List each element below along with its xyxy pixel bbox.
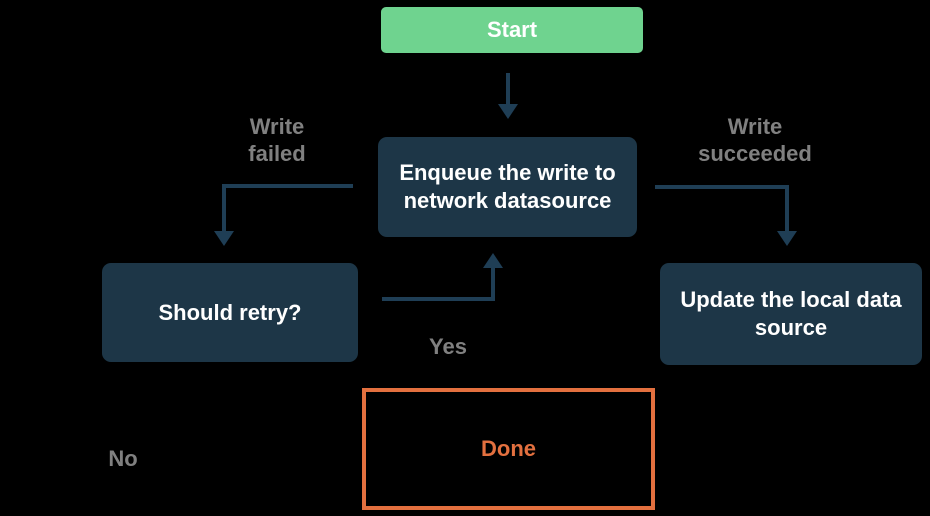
arrow-yes-head-icon [483, 253, 503, 268]
arrow-write-succeeded-horizontal [655, 185, 789, 189]
arrow-write-succeeded-vertical [785, 185, 789, 232]
node-start: Start [381, 7, 643, 53]
node-update-local-source: Update the local data source [660, 263, 922, 365]
node-enqueue-write: Enqueue the write to network datasource [378, 137, 637, 237]
edge-label-no: No [108, 446, 138, 471]
arrow-yes-vertical [491, 268, 495, 301]
arrow-write-succeeded-head-icon [777, 231, 797, 246]
edge-label-write-failed: Write failed [248, 114, 306, 166]
arrow-write-failed-vertical [222, 184, 226, 232]
arrow-write-failed-horizontal [222, 184, 353, 188]
node-should-retry: Should retry? [102, 263, 358, 362]
edge-label-write-succeeded: Write succeeded [698, 114, 812, 166]
node-done: Done [362, 388, 655, 510]
arrow-yes-horizontal [382, 297, 495, 301]
arrow-write-failed-head-icon [214, 231, 234, 246]
edge-label-yes: Yes [429, 334, 467, 359]
arrow-start-to-enqueue-head-icon [498, 104, 518, 119]
arrow-start-to-enqueue-shaft [506, 73, 510, 105]
